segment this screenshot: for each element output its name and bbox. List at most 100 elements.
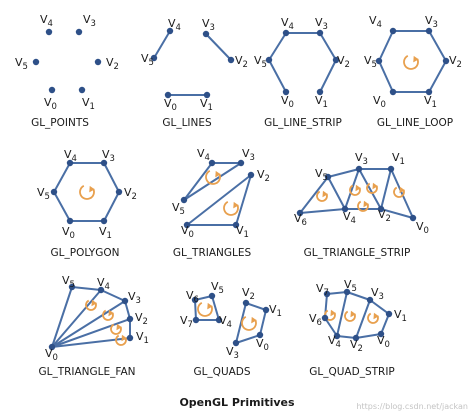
primitive-caption: GL_POLYGON — [51, 247, 120, 259]
diagram-title: OpenGL Primitives — [179, 396, 295, 409]
polygon-outline — [186, 174, 252, 226]
winding-arrow-icon — [357, 200, 369, 212]
edge — [299, 176, 329, 214]
vertex-dot — [166, 27, 174, 35]
vertex-dot — [66, 159, 74, 167]
vertex-label: V6 — [309, 312, 322, 328]
primitive-caption: GL_QUAD_STRIP — [309, 366, 395, 378]
watermark-text: https://blog.csdn.net/jackan — [356, 402, 468, 411]
winding-arrow-icon — [115, 334, 127, 346]
vertex-label: V1 — [136, 330, 149, 346]
vertex-label: V1 — [200, 97, 213, 113]
vertex-label: V2 — [235, 54, 248, 70]
vertex-dot — [389, 88, 397, 96]
edge — [326, 291, 348, 295]
vertex-label: V1 — [315, 94, 328, 110]
winding-arrow-icon — [205, 169, 221, 185]
edge — [327, 176, 346, 210]
vertex-label: V3 — [128, 290, 141, 306]
vertex-dot — [425, 27, 433, 35]
vertex-label: V3 — [202, 17, 215, 33]
vertex-dot — [48, 86, 56, 94]
winding-arrow-icon — [349, 184, 361, 196]
edge — [100, 289, 126, 302]
edge — [380, 208, 414, 219]
vertex-label: V3 — [242, 147, 255, 163]
vertex-dot — [100, 159, 108, 167]
vertex-dot — [180, 196, 188, 204]
primitive-caption: GL_TRIANGLE_STRIP — [304, 247, 411, 259]
vertex-label: V4 — [281, 16, 294, 32]
winding-arrow-icon — [393, 186, 405, 198]
vertex-dot — [352, 334, 360, 342]
edge — [319, 32, 337, 61]
vertex-dot — [409, 214, 417, 222]
vertex-label: V1 — [394, 308, 407, 324]
polygon-outline — [183, 162, 242, 201]
edge — [355, 333, 382, 339]
vertex-label: V1 — [236, 224, 249, 240]
vertex-dot — [242, 299, 250, 307]
edge — [428, 30, 447, 62]
vertex-label: V5 — [62, 274, 75, 290]
vertex-dot — [192, 316, 200, 324]
edge — [51, 289, 102, 348]
edge — [355, 299, 371, 339]
vertex-label: V0 — [62, 225, 75, 241]
polygon-outline — [53, 162, 120, 222]
vertex-dot — [232, 221, 240, 229]
vertex-dot — [324, 173, 332, 181]
vertex-label: V5 — [15, 56, 28, 72]
edge — [358, 168, 382, 210]
vertex-dot — [202, 30, 210, 38]
vertex-label: V5 — [364, 54, 377, 70]
vertex-label: V3 — [355, 151, 368, 167]
vertex-label: V3 — [315, 16, 328, 32]
vertex-dot — [265, 56, 273, 64]
winding-arrow-icon — [316, 190, 328, 202]
edge — [380, 313, 390, 335]
edge — [346, 291, 371, 301]
edge — [268, 32, 287, 61]
primitive-caption: GL_QUADS — [193, 366, 250, 378]
vertex-label: V0 — [416, 220, 429, 236]
vertex-label: V0 — [44, 96, 57, 112]
winding-arrow-icon — [324, 309, 336, 321]
vertex-label: V0 — [45, 347, 58, 363]
winding-arrow-icon — [366, 182, 378, 194]
vertex-dot — [126, 315, 134, 323]
edge — [378, 60, 394, 93]
vertex-dot — [94, 58, 102, 66]
edge — [324, 317, 338, 337]
vertex-dot — [377, 205, 385, 213]
vertex-dot — [237, 159, 245, 167]
vertex-label: V6 — [186, 289, 199, 305]
edge — [378, 30, 394, 62]
winding-arrow-icon — [79, 184, 95, 200]
vertex-label: V5 — [315, 167, 328, 183]
edge — [380, 168, 392, 210]
vertex-dot — [32, 58, 40, 66]
vertex-dot — [150, 54, 158, 62]
vertex-dot — [316, 29, 324, 37]
winding-arrow-icon — [241, 315, 257, 331]
vertex-dot — [68, 283, 76, 291]
vertex-label: V2 — [124, 186, 137, 202]
vertex-label: V0 — [181, 224, 194, 240]
edge — [268, 59, 287, 93]
edge — [327, 168, 360, 178]
vertex-dot — [215, 316, 223, 324]
primitive-caption: GL_LINE_LOOP — [377, 117, 453, 129]
primitive-caption: GL_LINES — [162, 117, 212, 129]
vertex-dot — [282, 88, 290, 96]
primitive-caption: GL_TRIANGLE_FAN — [38, 366, 135, 378]
vertex-dot — [343, 288, 351, 296]
vertex-dot — [296, 209, 304, 217]
vertex-dot — [366, 296, 374, 304]
winding-arrow-icon — [85, 299, 97, 311]
